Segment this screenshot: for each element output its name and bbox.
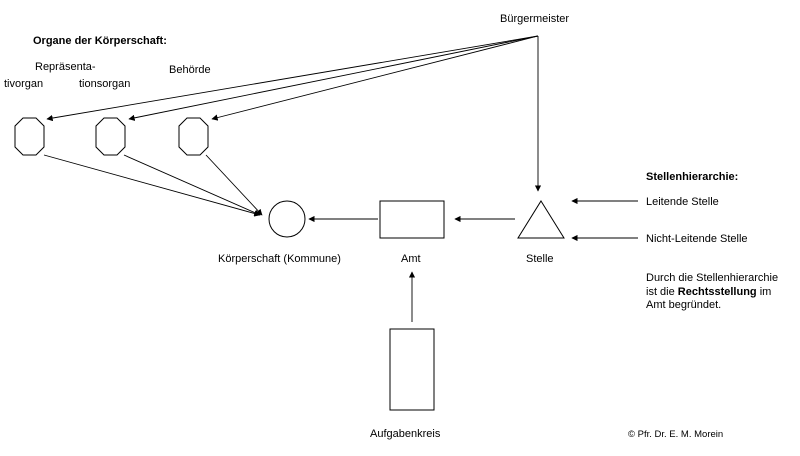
copyright-text: © Pfr. Dr. E. M. Morein xyxy=(628,429,723,440)
aufgabenkreis-label: Aufgabenkreis xyxy=(370,428,441,440)
note-line-3: Amt begründet. xyxy=(646,299,722,311)
note-line-2-post: im xyxy=(756,285,772,298)
koerperschaft-circle xyxy=(268,200,306,238)
aufgabenkreis-rectangle xyxy=(389,328,435,411)
arrow-buergermeister-behoerde xyxy=(211,35,539,121)
arrow-behoerde-koerperschaft xyxy=(205,154,263,216)
arrow-repraesentativorgan-koerperschaft xyxy=(43,154,261,217)
note-line-2-pre: ist die xyxy=(646,285,678,298)
koerperschaft-label: Körperschaft (Kommune) xyxy=(218,253,341,265)
note-line-1: Durch die Stellenhierarchie xyxy=(646,272,779,284)
buergermeister-label: Bürgermeister xyxy=(500,13,569,25)
repraesentativorgan-label-bottom: tivorgan xyxy=(4,78,43,90)
behoerde-octagon xyxy=(178,117,209,156)
amt-rectangle xyxy=(379,200,445,239)
repraesentationsorgan-label-bottom: tionsorgan xyxy=(79,78,130,90)
amt-label: Amt xyxy=(401,253,421,265)
note-rechtsstellung: Rechtsstellung xyxy=(677,285,757,298)
stelle-label: Stelle xyxy=(526,253,554,265)
leitende-stelle-label: Leitende Stelle xyxy=(646,196,719,208)
behoerde-label: Behörde xyxy=(169,64,211,76)
arrow-buergermeister-repraesentationsorgan xyxy=(128,35,539,121)
note-line-2: ist die Rechtsstellung im xyxy=(646,286,796,300)
stellenhierarchie-heading: Stellenhierarchie: xyxy=(646,171,738,183)
repraesentativorgan-octagon xyxy=(14,117,45,156)
stellenhierarchie-note: Durch die Stellenhierarchie ist die Rech… xyxy=(646,272,796,313)
repraesentationsorgan-octagon xyxy=(95,117,126,156)
arrow-repraesentationsorgan-koerperschaft xyxy=(123,154,261,216)
stelle-triangle xyxy=(517,200,565,239)
organe-heading: Organe der Körperschaft: xyxy=(33,35,167,47)
nicht-leitende-stelle-label: Nicht-Leitende Stelle xyxy=(646,233,748,245)
arrow-buergermeister-repraesentativorgan xyxy=(46,35,539,122)
repraesentativorgan-label-top: Repräsenta- xyxy=(35,61,96,73)
